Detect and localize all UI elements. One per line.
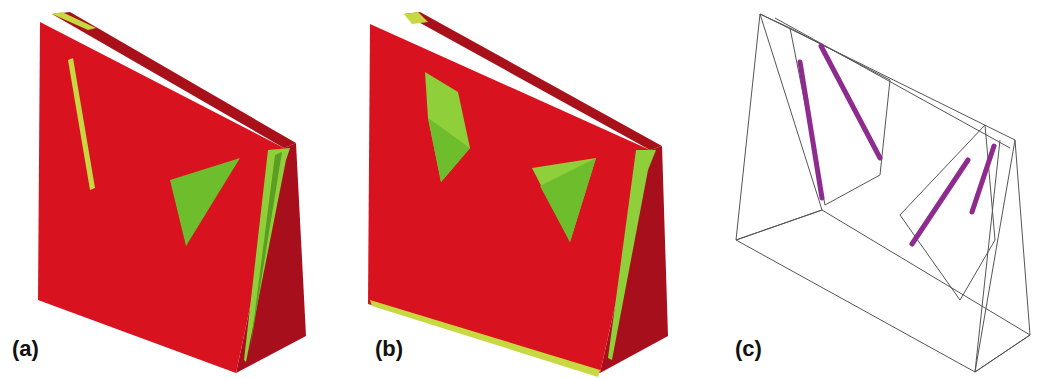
panel-label: (a): [12, 338, 39, 360]
solid-model-a: [38, 12, 306, 373]
panel-label: (b): [375, 338, 403, 360]
solid-model-b: [368, 12, 668, 377]
wireframe-model-c: [736, 14, 1030, 372]
purple-bars: [800, 46, 994, 244]
panel-label: (c): [735, 338, 762, 360]
